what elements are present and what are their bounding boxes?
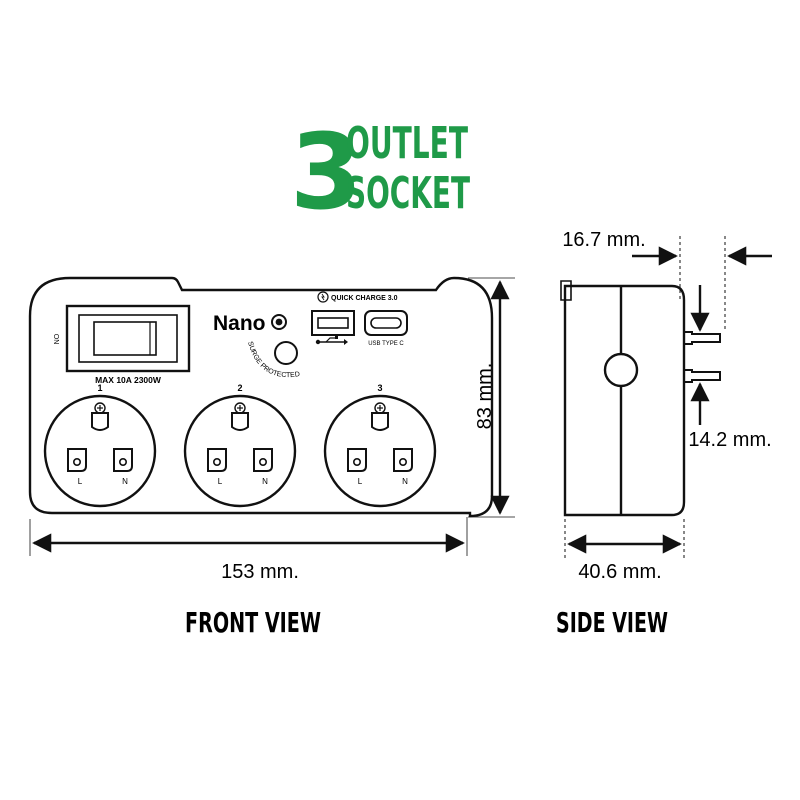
- width-dimension: 153 mm.: [29, 517, 468, 583]
- screw-icon: [374, 402, 386, 414]
- depth-dimension: 40.6 mm.: [564, 519, 685, 583]
- height-dimension: 83 mm.: [468, 277, 515, 518]
- earth-slot: [371, 412, 389, 431]
- outlet-3: 3L N: [323, 383, 437, 508]
- outlet-group: 1L N 2L N 3L N: [43, 383, 437, 508]
- live-slot: [207, 448, 227, 472]
- title-line-2: SOCKET: [346, 168, 470, 219]
- quick-charge-label: QUICK CHARGE 3.0: [331, 295, 398, 302]
- brand-logo-text: Nano: [213, 312, 266, 335]
- brand-logo-icon: [271, 314, 287, 330]
- outlet-live-label: L: [218, 477, 223, 486]
- outlet-face: [43, 394, 157, 508]
- outlet-live-label: L: [78, 477, 83, 486]
- side-view: 16.7 mm. 14.2 mm. 40.6 mm. SIDE VIEW: [556, 229, 772, 639]
- switch-on-label: ON: [52, 334, 59, 345]
- prong-spacing-label: 14.2 mm.: [688, 429, 771, 451]
- outlet-face: [183, 394, 297, 508]
- width-dimension-label: 153 mm.: [221, 561, 299, 583]
- height-dimension-label: 83 mm.: [474, 363, 496, 430]
- outlet-neutral-label: N: [262, 477, 268, 486]
- neutral-slot: [113, 448, 133, 472]
- title-block: 3 OUTLET SOCKET: [290, 111, 470, 233]
- outlet-1: 1L N: [43, 383, 157, 508]
- usb-symbol-icon: [315, 336, 348, 345]
- prong-spacing-dimension: 14.2 mm.: [688, 285, 772, 451]
- quick-charge-icon: [317, 291, 329, 303]
- outlet-face: [323, 394, 437, 508]
- outlet-number: 3: [377, 383, 382, 393]
- outlet-live-label: L: [358, 477, 363, 486]
- front-view: ON MAX 10A 2300W Nano SURGE PROTECTED QU…: [28, 276, 515, 639]
- side-knob: [603, 352, 639, 388]
- prong-length-label: 16.7 mm.: [562, 229, 645, 251]
- depth-dimension-label: 40.6 mm.: [578, 561, 661, 583]
- front-view-label: FRONT VIEW: [185, 606, 321, 639]
- earth-slot: [231, 412, 249, 431]
- side-body-outline: [563, 284, 686, 517]
- usb-c-port: [364, 310, 408, 336]
- live-slot: [67, 448, 87, 472]
- screw-icon: [234, 402, 246, 414]
- outlet-2: 2L N: [183, 383, 297, 508]
- outlet-number: 1: [97, 383, 102, 393]
- earth-slot: [91, 412, 109, 431]
- live-slot: [347, 448, 367, 472]
- prong-length-dimension: 16.7 mm.: [562, 229, 772, 330]
- side-view-label: SIDE VIEW: [556, 606, 668, 639]
- surge-protected-label: SURGE PROTECTED: [246, 341, 300, 379]
- usb-a-port: [311, 310, 355, 336]
- outlet-neutral-label: N: [122, 477, 128, 486]
- outlet-neutral-label: N: [402, 477, 408, 486]
- plug-prongs: [683, 331, 721, 383]
- title-line-1: OUTLET: [346, 118, 468, 169]
- neutral-slot: [393, 448, 413, 472]
- outlet-number: 2: [237, 383, 242, 393]
- title-number: 3: [290, 111, 362, 233]
- neutral-slot: [253, 448, 273, 472]
- screw-icon: [94, 402, 106, 414]
- surge-indicator-light: [274, 341, 298, 365]
- usb-type-c-label: USB TYPE C: [368, 341, 404, 347]
- power-switch: ON: [52, 304, 191, 373]
- rating-label: MAX 10A 2300W: [95, 375, 162, 385]
